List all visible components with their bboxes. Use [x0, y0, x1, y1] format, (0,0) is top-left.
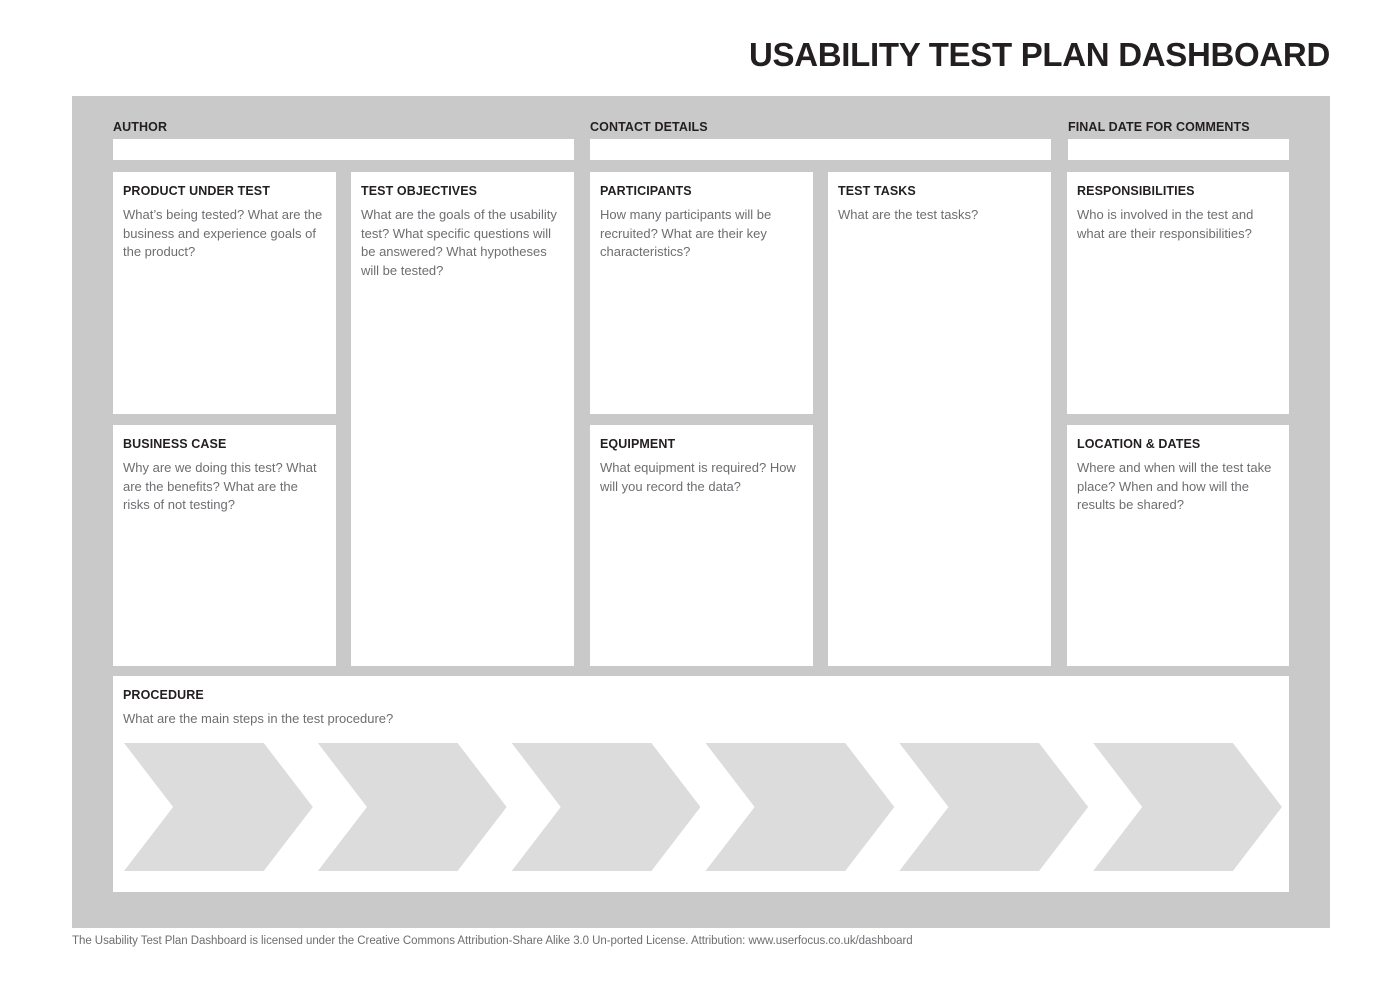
- card-title: PARTICIPANTS: [600, 184, 692, 198]
- card-title: TEST TASKS: [838, 184, 916, 198]
- contact-details-label: CONTACT DETAILS: [590, 120, 708, 134]
- final-date-input[interactable]: [1068, 139, 1289, 160]
- card-title: RESPONSIBILITIES: [1077, 184, 1195, 198]
- procedure-step-chevron[interactable]: [124, 743, 313, 871]
- card-procedure[interactable]: PROCEDURE What are the main steps in the…: [113, 676, 1289, 892]
- card-hint: What equipment is required? How will you…: [600, 460, 796, 494]
- meta-field-final-date: FINAL DATE FOR COMMENTS: [1068, 120, 1289, 160]
- card-title: TEST OBJECTIVES: [361, 184, 478, 198]
- procedure-step-chevron[interactable]: [705, 743, 895, 871]
- page-title: USABILITY TEST PLAN DASHBOARD: [748, 36, 1330, 73]
- dashboard-board: AUTHOR CONTACT DETAILS FINAL DATE FOR CO…: [72, 96, 1330, 928]
- card-hint: What are the main steps in the test proc…: [123, 711, 394, 726]
- meta-field-row: AUTHOR CONTACT DETAILS FINAL DATE FOR CO…: [113, 120, 1289, 162]
- card-title: BUSINESS CASE: [123, 437, 227, 451]
- author-label: AUTHOR: [113, 120, 168, 134]
- card-hint: What are the goals of the usability test…: [361, 207, 557, 278]
- meta-field-author: AUTHOR: [113, 120, 574, 160]
- meta-field-contact-details: CONTACT DETAILS: [590, 120, 1051, 160]
- card-hint: What are the test tasks?: [838, 207, 979, 222]
- final-date-label: FINAL DATE FOR COMMENTS: [1068, 120, 1250, 134]
- procedure-step-chevron[interactable]: [1093, 743, 1282, 871]
- procedure-step-chevron[interactable]: [317, 743, 507, 871]
- card-product-under-test[interactable]: PRODUCT UNDER TEST What’s being tested? …: [113, 172, 336, 414]
- card-grid: PRODUCT UNDER TEST What’s being tested? …: [113, 172, 1289, 666]
- card-responsibilities[interactable]: RESPONSIBILITIES Who is involved in the …: [1067, 172, 1289, 414]
- card-title: PROCEDURE: [123, 688, 204, 702]
- card-hint: Who is involved in the test and what are…: [1077, 207, 1254, 241]
- contact-details-input[interactable]: [590, 139, 1051, 160]
- procedure-step-chevron[interactable]: [899, 743, 1089, 871]
- card-hint: Where and when will the test take place?…: [1077, 460, 1272, 512]
- procedure-step-chevrons: [124, 743, 1282, 871]
- card-location-and-dates[interactable]: LOCATION & DATES Where and when will the…: [1067, 425, 1289, 666]
- card-equipment[interactable]: EQUIPMENT What equipment is required? Ho…: [590, 425, 813, 666]
- author-input[interactable]: [113, 139, 574, 160]
- card-title: EQUIPMENT: [600, 437, 676, 451]
- card-test-tasks[interactable]: TEST TASKS What are the test tasks?: [828, 172, 1051, 666]
- card-participants[interactable]: PARTICIPANTS How many participants will …: [590, 172, 813, 414]
- card-title: PRODUCT UNDER TEST: [123, 184, 270, 198]
- license-footer: The Usability Test Plan Dashboard is lic…: [72, 935, 913, 947]
- card-business-case[interactable]: BUSINESS CASE Why are we doing this test…: [113, 425, 336, 666]
- procedure-step-chevron[interactable]: [511, 743, 701, 871]
- card-hint: How many participants will be recruited?…: [600, 207, 772, 259]
- card-hint: What’s being tested? What are the busine…: [123, 207, 323, 259]
- card-test-objectives[interactable]: TEST OBJECTIVES What are the goals of th…: [351, 172, 574, 666]
- card-hint: Why are we doing this test? What are the…: [123, 460, 317, 512]
- card-title: LOCATION & DATES: [1077, 437, 1201, 451]
